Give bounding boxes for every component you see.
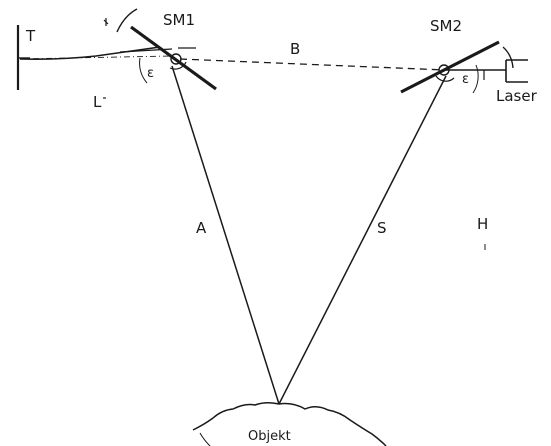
rotation-arrow-sm2 [502, 46, 514, 69]
object-label: Objekt [248, 429, 291, 444]
line-a [171, 65, 280, 405]
receiver-beam [19, 46, 173, 60]
mirror-sm2 [400, 40, 506, 94]
h-label: H [477, 215, 488, 233]
distance-s-label: S [377, 219, 387, 237]
object-surface [192, 401, 387, 446]
laser-label: Laser [496, 87, 538, 105]
angle2-label: ε [462, 72, 469, 87]
distance-a-label: A [196, 219, 207, 237]
mirror2-label: SM2 [430, 17, 462, 35]
baseline-label: B [290, 40, 300, 58]
laser-source [505, 59, 528, 83]
baseline-b [179, 58, 446, 71]
lens-label: L [93, 93, 102, 111]
angle1-label: ε [147, 66, 154, 81]
receiver-label: T [25, 27, 36, 45]
mirror-sm1 [130, 25, 217, 91]
mirror1-label: SM1 [163, 11, 195, 29]
rotation-arrow-sm1 [103, 8, 138, 33]
receiver-bracket [16, 25, 30, 90]
line-s [278, 75, 447, 405]
